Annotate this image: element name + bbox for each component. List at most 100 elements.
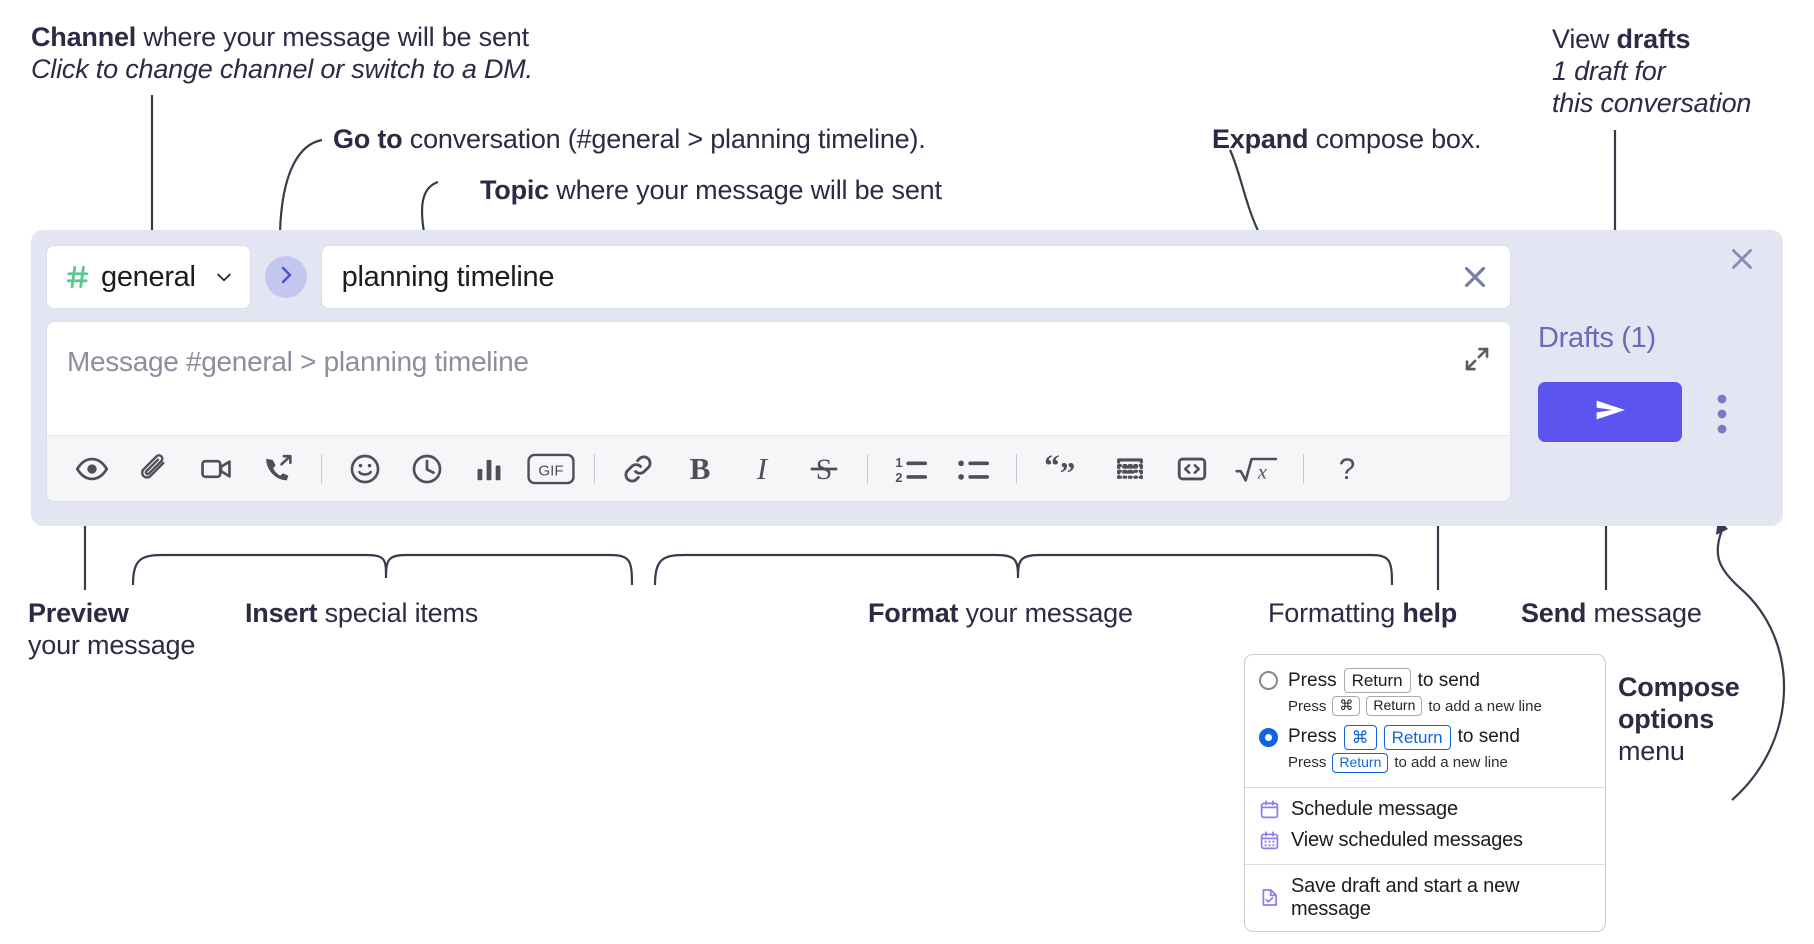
radio-return[interactable] xyxy=(1259,671,1278,691)
compose-header-row: general planning timeline xyxy=(46,245,1511,309)
annotation-drafts-italic2: this conversation xyxy=(1552,87,1752,118)
topic-value: planning timeline xyxy=(341,260,555,293)
svg-text:?: ? xyxy=(1339,452,1356,485)
annotation-format-bold: Format xyxy=(868,598,959,628)
svg-text:“: “ xyxy=(1044,452,1060,482)
preview-icon[interactable] xyxy=(68,445,116,493)
expand-icon[interactable] xyxy=(1462,344,1492,374)
send-button[interactable] xyxy=(1538,382,1682,442)
menu-item-schedule-message[interactable]: Schedule message xyxy=(1245,794,1605,825)
annotation-formatting-help-lead: Formatting xyxy=(1268,598,1403,628)
annotation-preview-rest: your message xyxy=(28,629,196,660)
svg-text:x: x xyxy=(1257,461,1267,483)
link-icon[interactable] xyxy=(614,445,662,493)
attachment-icon[interactable] xyxy=(130,445,178,493)
option1-pre: Press xyxy=(1288,669,1337,691)
svg-text:”: ” xyxy=(1060,455,1076,486)
close-icon[interactable] xyxy=(1458,260,1492,294)
calendar-grid-icon xyxy=(1259,830,1280,851)
audio-call-icon[interactable] xyxy=(254,445,302,493)
topic-field[interactable]: planning timeline xyxy=(320,245,1511,309)
svg-text:GIF: GIF xyxy=(538,462,563,479)
kbd-command: ⌘ xyxy=(1343,724,1377,750)
option2-post: to send xyxy=(1457,726,1520,748)
toolbar-separator xyxy=(1303,453,1304,484)
annotation-send: Send message xyxy=(1521,598,1702,630)
option1-sub-pre: Press xyxy=(1288,697,1327,715)
annotation-expand-rest: compose box. xyxy=(1308,124,1482,154)
menu-item-save-draft[interactable]: Save draft and start a new message xyxy=(1245,871,1605,925)
message-input-area[interactable]: Message #general > planning timeline xyxy=(46,321,1511,502)
kbd-return: Return xyxy=(1343,668,1411,694)
formatting-toolbar: GIF B I S xyxy=(47,435,1510,501)
menu-item-view-scheduled-messages[interactable]: View scheduled messages xyxy=(1245,825,1605,856)
compose-box: general planning timeline xyxy=(31,230,1783,526)
annotation-format: Format your message xyxy=(868,598,1133,630)
menu-divider xyxy=(1245,786,1605,788)
send-option-return-sub: Press ⌘ Return to add a new line xyxy=(1245,693,1605,722)
annotation-drafts-bold: drafts xyxy=(1616,24,1691,54)
option2-sub-pre: Press xyxy=(1288,754,1327,772)
toolbar-separator xyxy=(867,453,868,484)
emoji-icon[interactable] xyxy=(341,445,389,493)
toolbar-separator xyxy=(1016,453,1017,484)
blockquote-icon[interactable]: “” xyxy=(1036,445,1092,493)
annotation-compose-options-bold2: options xyxy=(1618,703,1715,734)
gif-icon[interactable]: GIF xyxy=(527,445,575,493)
svg-text:B: B xyxy=(690,452,711,486)
toolbar-separator xyxy=(594,453,595,484)
send-option-return[interactable]: Press Return to send xyxy=(1245,665,1605,694)
annotation-preview: Preview your message xyxy=(28,598,195,662)
annotation-preview-bold: Preview xyxy=(28,598,129,628)
send-icon xyxy=(1590,390,1630,435)
code-icon[interactable] xyxy=(1168,445,1216,493)
annotation-channel-rest: where your message will be sent xyxy=(136,22,529,52)
channel-selector[interactable]: general xyxy=(46,245,251,309)
hash-icon xyxy=(65,264,91,290)
send-option-cmd-return[interactable]: Press ⌘ Return to send xyxy=(1245,722,1605,750)
menu-divider xyxy=(1245,863,1605,865)
svg-text:1: 1 xyxy=(895,455,902,470)
code-block-icon[interactable] xyxy=(1106,445,1154,493)
annotation-insert-bold: Insert xyxy=(245,598,318,628)
annotation-compose-options: Compose options menu xyxy=(1618,672,1740,768)
kbd-return-small: Return xyxy=(1332,753,1389,773)
annotation-topic-rest: where your message will be sent xyxy=(549,175,942,205)
annotation-channel-bold: Channel xyxy=(31,22,137,52)
menu-item-label: View scheduled messages xyxy=(1291,828,1523,851)
kebab-menu-icon[interactable] xyxy=(1710,392,1734,436)
clock-icon[interactable] xyxy=(403,445,451,493)
radio-cmd-return[interactable] xyxy=(1259,727,1278,747)
annotation-goto-rest: conversation (#general > planning timeli… xyxy=(402,124,926,154)
annotation-topic-bold: Topic xyxy=(480,175,549,205)
annotation-format-rest: your message xyxy=(958,598,1133,628)
option2-pre: Press xyxy=(1288,726,1337,748)
annotation-channel: Channel where your message will be sent … xyxy=(31,22,533,86)
chevron-right-icon xyxy=(274,263,298,292)
strikethrough-icon[interactable]: S xyxy=(800,445,848,493)
goto-conversation-button[interactable] xyxy=(264,256,307,298)
annotation-drafts: View drafts 1 draft for this conversatio… xyxy=(1552,24,1751,120)
video-icon[interactable] xyxy=(192,445,240,493)
bold-icon[interactable]: B xyxy=(676,445,724,493)
drafts-link[interactable]: Drafts (1) xyxy=(1538,322,1656,354)
latex-icon[interactable]: x xyxy=(1230,445,1284,493)
send-option-cmd-return-label: Press ⌘ Return to send xyxy=(1288,724,1520,750)
italic-icon[interactable]: I xyxy=(738,445,786,493)
svg-text:2: 2 xyxy=(895,469,902,484)
bulleted-list-icon[interactable] xyxy=(949,445,997,493)
compose-options-menu: Press Return to send Press ⌘ Return to a… xyxy=(1244,654,1606,932)
annotation-formatting-help: Formatting help xyxy=(1268,598,1457,630)
poll-icon[interactable] xyxy=(465,445,513,493)
svg-text:I: I xyxy=(756,452,769,486)
annotation-drafts-italic1: 1 draft for xyxy=(1552,55,1666,86)
message-placeholder: Message #general > planning timeline xyxy=(67,346,529,377)
option1-sub-post: to add a new line xyxy=(1428,697,1542,715)
annotation-expand-bold: Expand xyxy=(1212,124,1309,154)
annotation-topic: Topic where your message will be sent xyxy=(480,175,942,207)
send-option-return-label: Press Return to send xyxy=(1288,668,1480,694)
help-icon[interactable]: ? xyxy=(1323,445,1371,493)
annotation-send-bold: Send xyxy=(1521,598,1587,628)
close-icon[interactable] xyxy=(1725,242,1759,276)
